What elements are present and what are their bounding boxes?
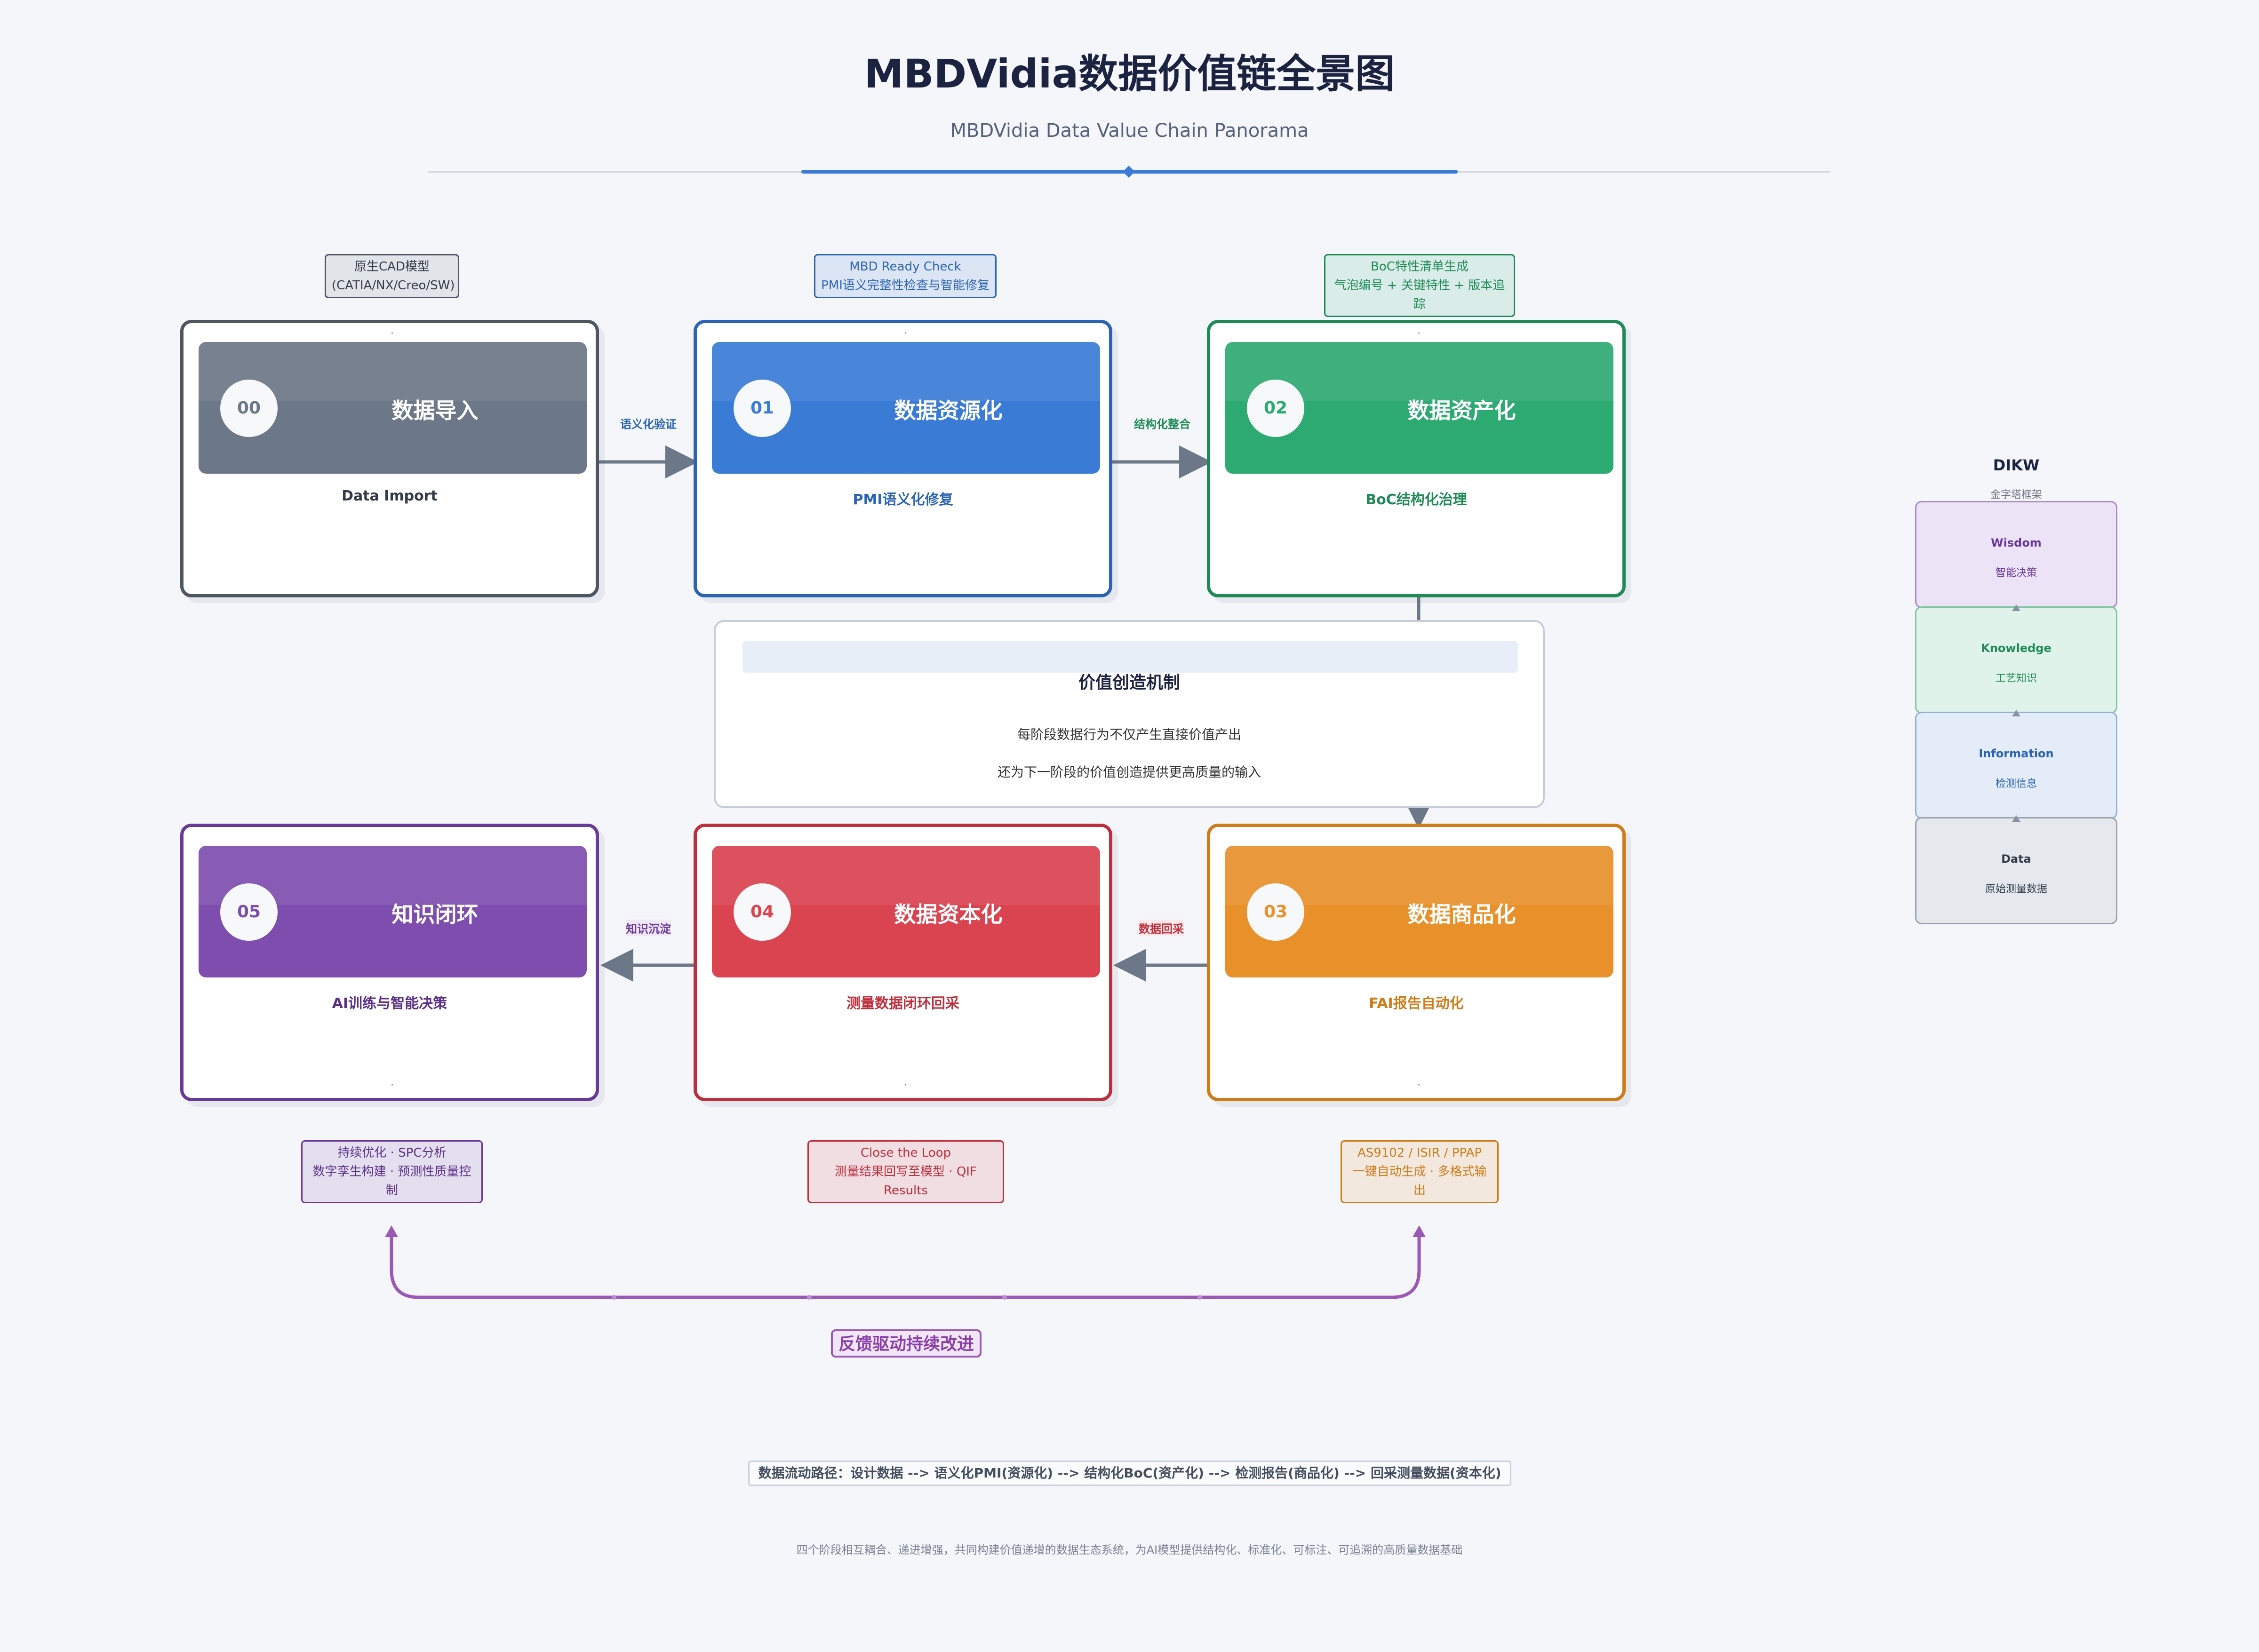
stage-card-04: · 04 数据资本化测量数据闭环回采 [694,824,1112,1101]
stage-subtitle: FAI报告自动化 [1369,995,1464,1012]
stage-title: 数据资本化 [894,902,1003,927]
feedback-label: 反馈驱动持续改进 [831,1329,982,1358]
edge-label-34: 数据回采 [1139,920,1184,936]
value-mechanism-line1: 每阶段数据行为不仅产生直接价值产出 [1017,727,1241,742]
stage-tag-03: AS9102 / ISIR / PPAP 一键自动生成 · 多格式输出 [1341,1140,1499,1203]
stage-number-badge: 01 [734,380,791,437]
stage-header: 01 数据资源化 [712,342,1100,474]
dikw-level-wisdom: Wisdom 智能决策 [1915,501,2117,608]
card-anchor-dot: · [391,1080,394,1091]
value-mechanism-header-bar [742,641,1518,673]
stage-tag-line: (CATIA/NX/Creo/SW) [332,278,455,293]
stage-number-badge: 03 [1247,883,1304,941]
stage-number-badge: 05 [220,883,278,941]
dikw-level-name: Wisdom [1991,536,2042,549]
stage-subtitle: PMI语义化修复 [853,492,953,508]
card-anchor-dot: · [904,1080,907,1091]
card-anchor-dot: · [1417,1080,1421,1091]
dikw-level-desc: 智能决策 [1995,567,2037,579]
stage-tag-line: 一键自动生成 · 多格式输出 [1352,1165,1487,1198]
feedback-arrowhead-right [1413,1225,1426,1237]
feedback-node [612,1295,616,1300]
stage-tag-line: 测量结果回写至模型 · QIF Results [835,1165,977,1198]
stage-header: 04 数据资本化 [712,846,1100,977]
dikw-level-information: Information 检测信息 [1915,712,2117,819]
footnote: 四个阶段相互耦合、递进增强，共同构建价值递增的数据生态系统，为AI模型提供结构化… [796,1543,1463,1557]
stage-tag-line: MBD Ready Check [849,260,961,274]
value-mechanism-line2: 还为下一阶段的价值创造提供更高质量的输入 [997,764,1261,780]
stage-tag-02: BoC特性清单生成气泡编号 + 关键特性 + 版本追踪 [1324,254,1515,317]
dikw-level-name: Knowledge [1981,642,2051,655]
dikw-level-name: Information [1979,747,2054,760]
stage-tag-04: Close the Loop 测量结果回写至模型 · QIF Results [807,1140,1004,1203]
stage-header: 03 数据商品化 [1225,846,1613,977]
dikw-level-name: Data [2001,852,2031,866]
stage-title: 数据商品化 [1407,902,1516,927]
dikw-level-desc: 检测信息 [1995,778,2037,790]
dikw-title: DIKW [1993,456,2040,474]
stage-card-05: · 05 知识闭环 AI训练与智能决策 [180,824,599,1101]
stage-title: 数据资产化 [1407,398,1516,423]
stage-tag-00: 原生CAD模型 (CATIA/NX/Creo/SW) [325,254,459,298]
stage-title: 知识闭环 [391,902,479,927]
stage-header: 00 数据导入 [199,342,587,474]
dikw-level-data: Data 原始测量数据 [1915,817,2117,924]
stage-subtitle: BoC结构化治理 [1365,492,1467,508]
stage-tag-line: 原生CAD模型 [354,260,430,274]
stage-tag-05: 持续优化 · SPC分析数字孪生构建 · 预测性质量控制 [301,1140,483,1203]
stage-card-01: · 01 数据资源化 PMI语义化修复 [694,320,1112,597]
page-title: MBDVidia数据价值链全景图 [864,51,1395,97]
stage-number-badge: 00 [220,380,278,437]
stage-subtitle: 测量数据闭环回采 [846,995,959,1012]
feedback-arrowhead-left [385,1225,398,1237]
dikw-up-arrow-icon [2012,815,2020,822]
feedback-loop-path [390,1232,1421,1299]
edge-label-01: 语义化验证 [620,418,677,431]
dikw-up-arrow-icon [2012,604,2020,611]
stage-tag-line: Close the Loop [860,1146,951,1160]
edge-label-45: 知识沉淀 [626,920,671,936]
stage-subtitle: AI训练与智能决策 [332,995,447,1012]
value-mechanism-title: 价值创造机制 [1078,673,1180,692]
stage-tag-line: 持续优化 · SPC分析 [337,1146,447,1160]
dikw-level-desc: 原始测量数据 [1985,883,2047,895]
dikw-level-desc: 工艺知识 [1995,673,2037,684]
stage-number-badge: 04 [734,883,791,941]
stage-card-02: · 02 数据资产化 BoC结构化治理 [1207,320,1626,597]
stage-card-00: · 00 数据导入 Data Import [180,320,599,597]
card-anchor-dot: · [1417,328,1421,340]
card-anchor-dot: · [391,328,394,340]
stage-subtitle: Data Import [342,488,438,504]
feedback-node [1002,1295,1007,1300]
data-flow-path: 数据流动路径：设计数据 --> 语义化PMI(资源化) --> 结构化BoC(资… [748,1461,1511,1486]
card-anchor-dot: · [904,328,907,340]
stage-tag-line: PMI语义完整性检查与智能修复 [821,278,990,293]
stage-tag-line: BoC特性清单生成 [1371,260,1469,274]
edge-label-12: 结构化整合 [1134,418,1190,431]
dikw-level-knowledge: Knowledge 工艺知识 [1915,606,2117,714]
stage-card-03: · 03 数据商品化 FAI报告自动化 [1207,824,1626,1101]
stage-tag-line: 气泡编号 + 关键特性 + 版本追踪 [1334,278,1505,311]
dikw-up-arrow-icon [2012,710,2020,716]
stage-header: 02 数据资产化 [1225,342,1613,474]
stage-title: 数据资源化 [894,398,1003,423]
stage-header: 05 知识闭环 [199,846,587,977]
feedback-node [1197,1295,1202,1300]
page-subtitle: MBDVidia Data Value Chain Panorama [950,120,1309,142]
stage-tag-line: AS9102 / ISIR / PPAP [1357,1146,1482,1160]
dikw-subtitle: 金字塔框架 [1990,489,2042,501]
stage-title: 数据导入 [391,398,479,423]
stage-number-badge: 02 [1247,380,1304,437]
feedback-node [807,1295,812,1300]
stage-tag-line: 数字孪生构建 · 预测性质量控制 [312,1165,471,1198]
